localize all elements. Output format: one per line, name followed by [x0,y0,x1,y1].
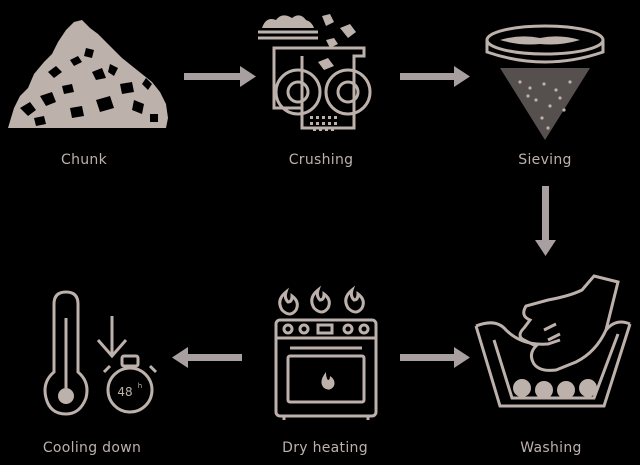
step-label-cooling-down: Cooling down [42,440,142,456]
step-label-dry-heating: Dry heating [282,440,368,456]
step-label-washing: Washing [520,440,582,456]
arrow-dry-heating-to-cooling [172,347,242,368]
timer-unit: h [138,382,142,390]
arrow-washing-to-dry-heating [400,347,470,368]
crusher-machine-icon [258,14,372,131]
rock-chunk-icon [8,20,168,128]
timer-value: 48 [117,385,132,399]
thermometer-timer-icon [43,290,158,416]
arrow-sieving-to-washing [535,186,556,256]
step-label-crushing: Crushing [288,152,354,168]
sieve-funnel-icon [485,24,605,140]
arrow-crushing-to-sieving [400,66,470,87]
step-label-sieving: Sieving [518,152,572,168]
washing-basin-hand-icon [474,274,632,408]
oven-heating-icon [274,285,378,420]
arrow-chunk-to-crushing [184,66,256,87]
step-label-chunk: Chunk [60,152,108,168]
